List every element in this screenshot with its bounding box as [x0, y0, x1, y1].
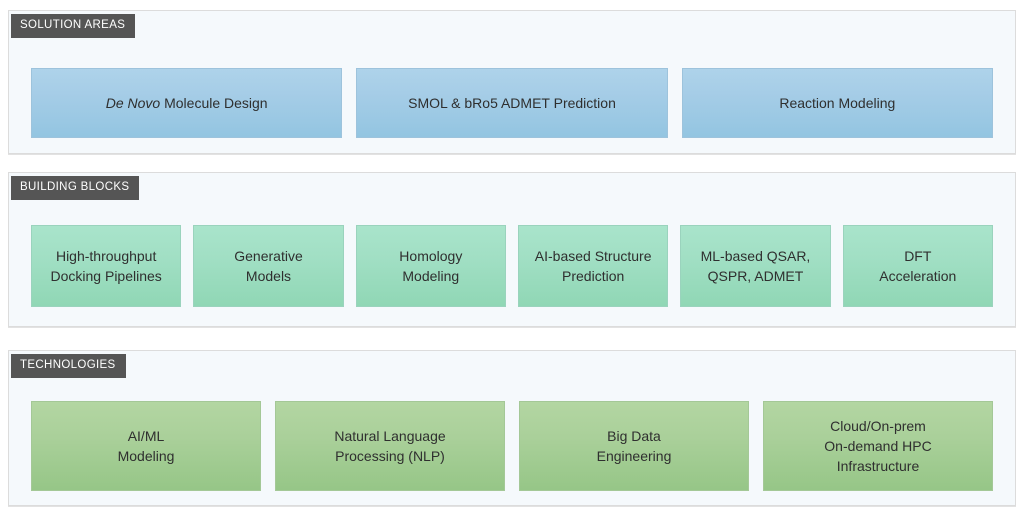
section-panel-solution-areas: SOLUTION AREAS De Novo Molecule Design SM…: [8, 10, 1016, 154]
concept-box[interactable]: Reaction Modeling: [681, 68, 993, 138]
concept-box[interactable]: De Novo Molecule Design: [31, 68, 343, 138]
section-label-technologies: TECHNOLOGIES: [11, 354, 126, 378]
concept-box-label: Reaction Modeling: [779, 94, 896, 111]
section-label-building-blocks: BUILDING BLOCKS: [11, 176, 140, 200]
concept-box-label: De Novo Molecule Design: [105, 94, 268, 111]
concept-box-label: ML-based QSAR,QSPR, ADMET: [700, 247, 811, 284]
emphasis-text: De Novo: [105, 94, 161, 111]
concept-box[interactable]: SMOL & bRo5 ADMET Prediction: [356, 68, 668, 138]
section-label-solution-areas: SOLUTION AREAS: [11, 14, 136, 38]
concept-box-label: SMOL & bRo5 ADMET Prediction: [408, 94, 616, 111]
concept-box[interactable]: ML-based QSAR,QSPR, ADMET: [680, 225, 831, 307]
section-row-solution-areas: De Novo Molecule Design SMOL & bRo5 ADMET…: [9, 68, 1015, 138]
